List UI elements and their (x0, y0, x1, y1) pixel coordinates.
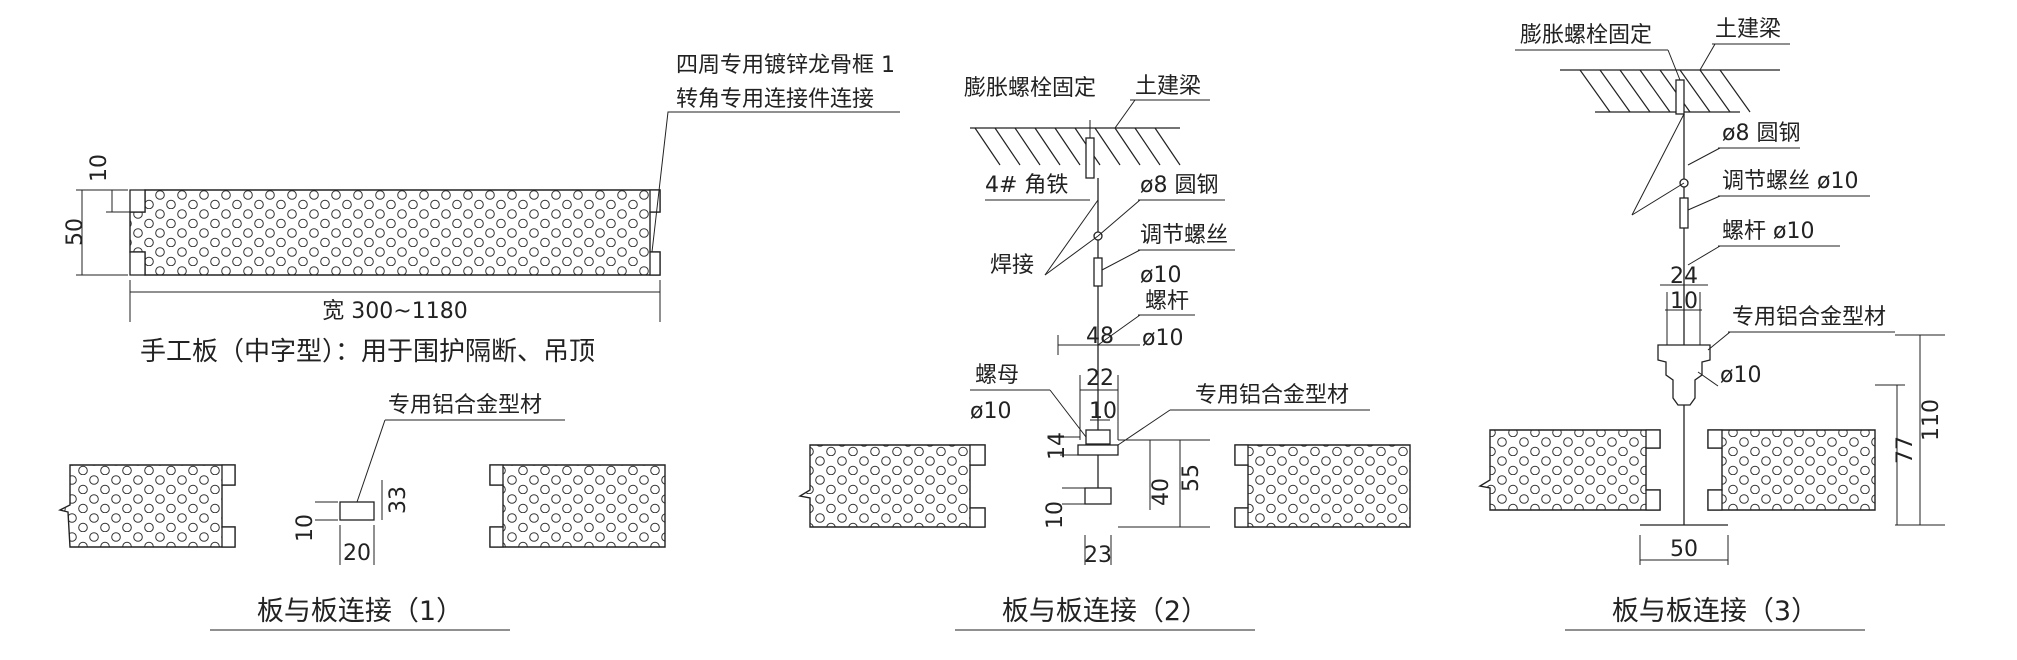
detail1-caption: 板与板连接（1） (257, 596, 463, 627)
detail2-adjust-screw (1093, 257, 1103, 287)
detail2-screw-dia: ø10 (1140, 263, 1181, 288)
detail3-section: 膨胀螺栓固定 土建梁 ø8 圆钢 调节螺丝 ø10 螺杆 ø10 24 10 专… (1478, 17, 1945, 631)
detail1-right-groove (489, 464, 504, 548)
detail2-left-groove (969, 444, 986, 528)
detail3-adjust-screw (1679, 197, 1689, 229)
detail2-weld-leader (1044, 199, 1099, 276)
detail1-aluminium-profile (339, 501, 375, 521)
detail1-dim-20: 20 (343, 541, 371, 566)
detail2-dim-40: 40 (1149, 478, 1174, 506)
detail1-dim-10: 10 (293, 514, 318, 542)
detail3-beam-hatch (1579, 69, 1751, 113)
detail2-right-panel (1234, 444, 1411, 528)
detail3-dim-50: 50 (1670, 537, 1698, 562)
detail3-profile-leader (1707, 331, 1731, 351)
detail1-right-panel (489, 464, 666, 548)
detail3-right-panel (1707, 429, 1876, 511)
detail2-roundbar-leader (1097, 199, 1141, 237)
detail2-beam-leader (1114, 99, 1136, 129)
top-note-line2: 转角专用连接件连接 (676, 87, 874, 112)
detail2-nut-dia: ø10 (970, 399, 1011, 424)
detail2-dim-14: 14 (1045, 432, 1070, 460)
detail1-profile-leader (356, 419, 386, 503)
detail2-profile-label: 专用铝合金型材 (1195, 383, 1349, 408)
top-note-leader (651, 111, 900, 253)
detail3-left-groove (1645, 429, 1661, 511)
detail1-dim-33: 33 (386, 486, 411, 514)
detail2-bolt-leader (1097, 314, 1141, 346)
detail2-dim-48: 48 (1086, 324, 1114, 349)
detail2-left-panel (798, 444, 986, 528)
top-panel-body (129, 189, 661, 276)
detail2-caption: 板与板连接（2） (1002, 596, 1208, 627)
detail3-beam-leader (1699, 43, 1716, 71)
detail3-beam-label: 土建梁 (1715, 17, 1781, 42)
top-dim-height: 50 (63, 218, 88, 246)
top-panel-right-frame (649, 189, 661, 276)
detail2-beam-label: 土建梁 (1135, 74, 1201, 99)
detail2-nut-label: 螺母 (975, 363, 1019, 388)
detail2-anchor-label: 膨胀螺栓固定 (964, 76, 1096, 101)
detail1-section: 专用铝合金型材 33 10 20 板与板连接（1） (57, 393, 666, 631)
detail2-profile-leader (1117, 409, 1171, 446)
detail2-screw-leader (1101, 249, 1141, 271)
top-caption: 手工板（中字型）：用于围护隔断、吊顶 (140, 337, 595, 367)
detail2-profile-bottom (1084, 487, 1112, 505)
detail2-dim-23: 23 (1084, 543, 1112, 568)
top-dim-tongue: 10 (87, 154, 112, 182)
detail3-angle-line (1631, 113, 1685, 216)
detail3-screw-label: 调节螺丝 ø10 (1722, 169, 1858, 194)
detail2-section: 膨胀螺栓固定 土建梁 4# 角铁 ø8 圆钢 焊接 调节螺丝 ø10 螺杆 ø1… (798, 74, 1411, 631)
detail2-weld-label: 焊接 (990, 253, 1034, 278)
detail2-beam-hatch (974, 127, 1181, 166)
detail3-roundbar-leader (1687, 147, 1721, 166)
detail3-anchor-bolt (1675, 79, 1685, 115)
top-panel-section: 四周专用镀锌龙骨框 1 转角专用连接件连接 50 10 宽 300~1180 手… (63, 53, 900, 367)
detail3-dim-77: 77 (1893, 436, 1918, 464)
detail3-roundbar-label: ø8 圆钢 (1722, 121, 1800, 146)
detail3-dia-leader (1697, 371, 1719, 387)
detail3-bolt-label: 螺杆 ø10 (1722, 219, 1814, 244)
detail2-screw-label: 调节螺丝 (1140, 223, 1228, 248)
detail3-profile-label: 专用铝合金型材 (1732, 305, 1886, 330)
detail3-dim-10: 10 (1670, 289, 1698, 314)
detail3-dim-110: 110 (1919, 399, 1944, 441)
detail3-profile-dia: ø10 (1720, 363, 1761, 388)
top-panel-left-frame (129, 189, 146, 276)
detail2-nut-leader (1049, 389, 1087, 438)
detail2-dim-22: 22 (1086, 366, 1114, 391)
detail2-dim-10: 10 (1089, 399, 1117, 424)
detail1-profile-label: 专用铝合金型材 (388, 393, 542, 418)
detail3-hanger-fitting (1657, 344, 1711, 406)
detail2-weld-leader2 (1044, 235, 1099, 276)
detail2-roundbar-label: ø8 圆钢 (1140, 173, 1218, 198)
detail1-left-groove (221, 464, 236, 548)
detail2-profile-top (1077, 444, 1119, 456)
detail3-left-panel (1478, 429, 1661, 511)
top-note-line1: 四周专用镀锌龙骨框 1 (676, 53, 895, 78)
detail3-dim-24: 24 (1670, 264, 1698, 289)
detail3-anchor-leader (1667, 49, 1681, 81)
detail2-dim-55: 55 (1179, 464, 1204, 492)
detail3-screw-leader (1687, 195, 1721, 211)
detail3-right-groove (1707, 429, 1723, 511)
detail2-anchor-bolt (1085, 137, 1095, 179)
detail2-angle-label: 4# 角铁 (985, 173, 1068, 198)
detail2-right-groove (1234, 444, 1249, 528)
top-dim-width: 宽 300~1180 (322, 299, 467, 324)
detail1-left-panel (57, 464, 236, 548)
detail2-dim-10b: 10 (1043, 501, 1068, 529)
detail3-caption: 板与板连接（3） (1612, 596, 1818, 627)
detail2-nut (1085, 429, 1111, 445)
detail3-bolt-leader (1687, 245, 1721, 266)
detail2-bolt-dia: ø10 (1142, 326, 1183, 351)
detail3-angle-line2 (1631, 182, 1685, 216)
detail2-bolt-label: 螺杆 (1145, 289, 1189, 314)
detail3-anchor-label: 膨胀螺栓固定 (1520, 23, 1652, 48)
